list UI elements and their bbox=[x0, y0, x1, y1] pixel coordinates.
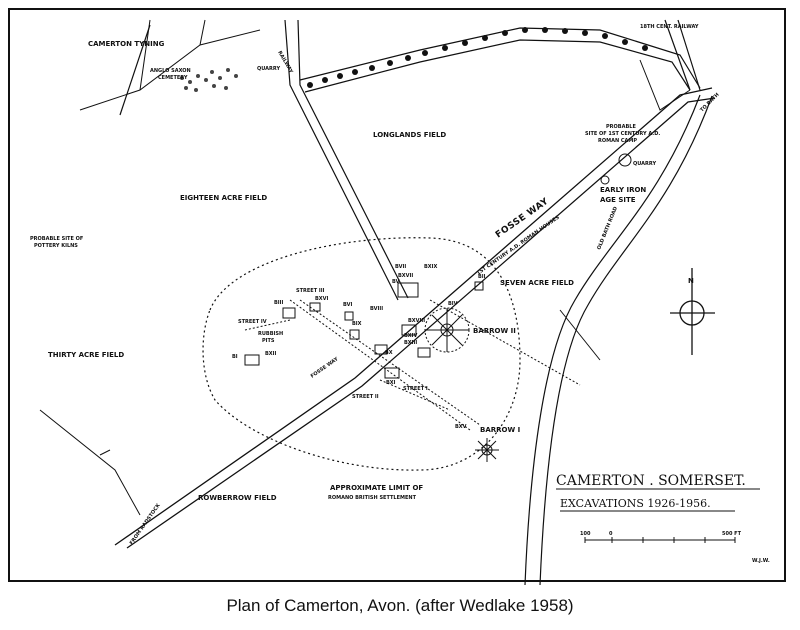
roman-camp-label-3: ROMAN CAMP bbox=[598, 138, 637, 144]
map-drawing: N CAMERTON TYNING LONGLANDS FIELD EIGHTE… bbox=[30, 19, 770, 586]
field-rowberrow: ROWBERROW FIELD bbox=[198, 494, 277, 502]
old-bath-road-label: OLD BATH ROAD bbox=[596, 206, 619, 251]
street-four-label: STREET IV bbox=[238, 319, 267, 325]
building-b19-label: BXIX bbox=[424, 264, 438, 270]
street-one-label: STREET I bbox=[403, 386, 428, 392]
building-b10-label: BX bbox=[385, 350, 393, 356]
cemetery-label: CEMETERY bbox=[158, 75, 188, 81]
building-b9-label: BIX bbox=[352, 321, 362, 327]
building-b4-label: BIV bbox=[448, 301, 458, 307]
building-b5-label: BV bbox=[392, 279, 400, 285]
field-longlands: LONGLANDS FIELD bbox=[373, 131, 446, 139]
building-b2-label: BII bbox=[478, 274, 486, 280]
fosse-way-road bbox=[114, 87, 716, 549]
street-two-label: STREET II bbox=[352, 394, 379, 400]
rubbish-pits-label-2: PITS bbox=[262, 338, 275, 344]
tree-row bbox=[307, 27, 648, 88]
scale-bar bbox=[584, 537, 736, 543]
building-plans bbox=[244, 281, 484, 379]
railway-line bbox=[119, 24, 701, 116]
building-b15-label: BXV bbox=[455, 424, 467, 430]
field-boundaries bbox=[39, 19, 691, 516]
north-label: N bbox=[688, 277, 694, 285]
barrow-one-label: BARROW I bbox=[480, 426, 520, 434]
barrow-one bbox=[475, 438, 499, 462]
fosse-way-label: FOSSE WAY bbox=[494, 197, 551, 241]
scale-zero-label: 0 bbox=[609, 531, 613, 537]
building-b3-label: BIII bbox=[274, 300, 284, 306]
building-b18-label: BXVIII bbox=[408, 318, 425, 324]
building-b8-label: BVIII bbox=[370, 306, 383, 312]
map-title: CAMERTON . SOMERSET. bbox=[556, 473, 746, 489]
map-frame bbox=[8, 8, 786, 582]
early-iron-site bbox=[600, 153, 632, 185]
quarry-nw-label: QUARRY bbox=[257, 66, 280, 72]
approx-limit-label-1: APPROXIMATE LIMIT OF bbox=[330, 484, 423, 492]
barrow-two-label: BARROW II bbox=[473, 327, 516, 335]
century-railway-label: 18TH CENT. RAILWAY bbox=[640, 24, 699, 30]
draughtsman-initials: W.J.W. bbox=[752, 558, 770, 564]
early-iron-label-1: EARLY IRON bbox=[600, 186, 646, 194]
scale-start-label: 100 bbox=[580, 531, 591, 537]
figure-caption: Plan of Camerton, Avon. (after Wedlake 1… bbox=[226, 596, 574, 615]
building-b12-label: BXII bbox=[265, 351, 277, 357]
approx-limit-label-2: ROMANO BRITISH SETTLEMENT bbox=[328, 495, 417, 501]
building-b11-label: BXI bbox=[386, 380, 396, 386]
scale-end-label: 500 FT bbox=[722, 531, 742, 537]
building-b17-label: BXVII bbox=[398, 273, 413, 279]
anglo-saxon-label: ANGLO SAXON bbox=[150, 68, 191, 74]
field-seven-acre: SEVEN ACRE FIELD bbox=[500, 279, 574, 287]
map-plan: N CAMERTON TYNING LONGLANDS FIELD EIGHTE… bbox=[8, 8, 786, 586]
field-eighteen-acre: EIGHTEEN ACRE FIELD bbox=[180, 194, 267, 202]
building-b6-label: BVI bbox=[343, 302, 352, 308]
from-radstock-label: FROM RADSTOCK bbox=[129, 502, 163, 546]
field-camerton-tyning: CAMERTON TYNING bbox=[88, 40, 165, 48]
building-b7-label: BVII bbox=[395, 264, 406, 270]
old-bath-road bbox=[524, 19, 713, 586]
building-b16-label: BXVI bbox=[315, 296, 329, 302]
field-thirty-acre: THIRTY ACRE FIELD bbox=[48, 351, 124, 359]
roman-camp-label-2: SITE OF 1ST CENTURY A.D. bbox=[585, 131, 660, 137]
street-three-label: STREET III bbox=[296, 288, 325, 294]
north-lane bbox=[284, 19, 409, 301]
map-subtitle: EXCAVATIONS 1926-1956. bbox=[560, 497, 711, 510]
pottery-label-1: PROBABLE SITE OF bbox=[30, 236, 83, 242]
rubbish-pits-label-1: RUBBISH bbox=[258, 331, 283, 337]
fosse-way-small-label: FOSSE WAY bbox=[310, 356, 340, 380]
building-b1-label: BI bbox=[232, 354, 238, 360]
building-b14-label: BXIV bbox=[404, 333, 418, 339]
settlement-limit bbox=[202, 237, 521, 471]
streets bbox=[244, 299, 581, 431]
quarry-ne-label: QUARRY bbox=[633, 161, 656, 167]
to-bath-label: TO BATH bbox=[699, 92, 720, 113]
roman-camp-label-1: PROBABLE bbox=[606, 124, 636, 130]
barrow-two bbox=[424, 307, 470, 353]
early-iron-label-2: AGE SITE bbox=[600, 196, 636, 204]
pottery-label-2: POTTERY KILNS bbox=[34, 243, 78, 249]
building-b13-label: BXIII bbox=[404, 340, 417, 346]
cemetery-trees bbox=[180, 68, 238, 92]
north-arrow bbox=[670, 268, 715, 355]
